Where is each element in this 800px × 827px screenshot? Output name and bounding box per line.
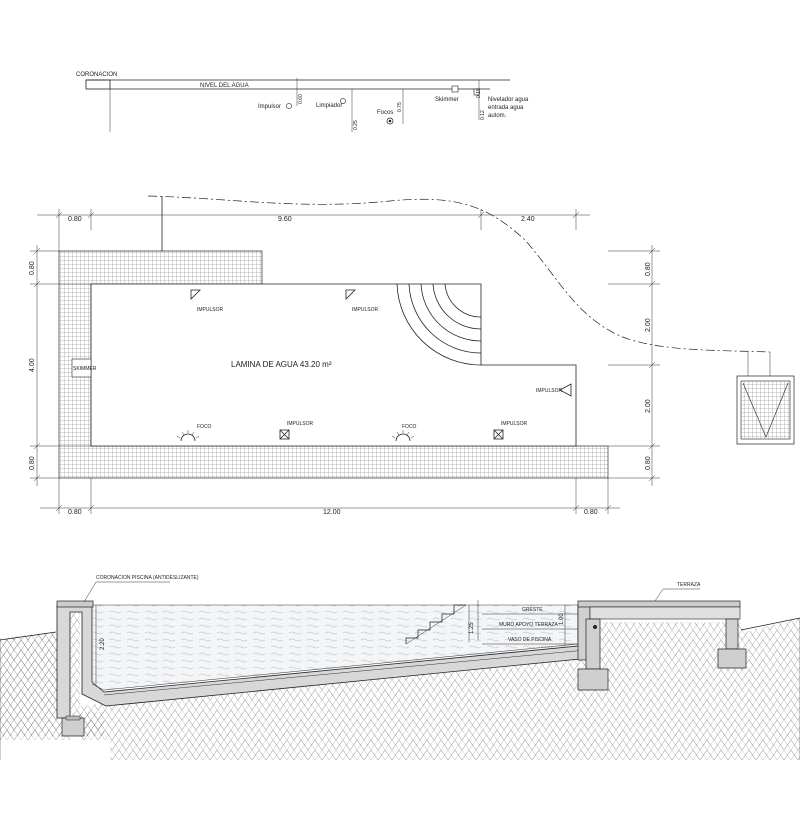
impulsor-label: IMPULSOR: [536, 388, 563, 394]
footing-right: [717, 648, 747, 669]
water-level-label: NIVEL DEL AGUA: [200, 83, 249, 89]
dim-bottom-0: 0.80: [68, 509, 82, 516]
nivelador-label-2: entrada agua: [488, 105, 524, 111]
dims-left: 0.80 4.00 0.80: [29, 245, 91, 486]
dim-left-2: 0.80: [29, 456, 36, 470]
earth-under-pool: [80, 650, 590, 760]
cross-section: 2.20 1.25 1.00 CORONACION PISCINA (ANTID…: [0, 575, 800, 760]
dim-left-0: 0.80: [29, 261, 36, 275]
footing-center: [577, 668, 609, 691]
dim-top-2: 2.40: [521, 216, 535, 223]
foco-right: FOCO: [391, 424, 417, 442]
plan-skimmer-box: [71, 358, 92, 378]
terrace-column-left: [585, 618, 601, 670]
skimmer-label: Skimmer: [435, 97, 459, 103]
dim-right-2: 2.00: [645, 399, 652, 413]
dim-steps: 1.25: [469, 622, 475, 634]
dims-top: 0.80 9.60 2.40: [37, 209, 590, 251]
dim-right-0: 0.80: [645, 262, 652, 276]
dim-bottom-2: 0.80: [584, 509, 598, 516]
equipment-box: [736, 352, 795, 445]
section-dims: 2.20 1.25 1.00: [95, 600, 566, 684]
terrace-slab: [577, 600, 741, 608]
earth-right: [580, 618, 800, 760]
coronacion-slab-left: [56, 600, 94, 608]
dims-right: 0.80 2.00 2.00 0.80: [608, 245, 660, 486]
terrace-beam: [589, 606, 741, 620]
vaso-label: VASO DE PISCINA: [508, 637, 552, 643]
property-boundary: [147, 195, 771, 353]
limpiador-dim: 0.25: [353, 120, 359, 130]
coronacion-label: CORONACION: [76, 72, 117, 78]
dim-right-3: 0.80: [645, 456, 652, 470]
water-surface-label: LAMINA DE AGUA 43.20 m²: [231, 360, 332, 369]
dims-bottom: 0.80 12.00 0.80: [40, 478, 620, 516]
dim-right-1: 2.00: [645, 318, 652, 332]
dim-shallow: 1.00: [559, 613, 565, 625]
impulsor-right: IMPULSOR: [536, 383, 572, 397]
nivelador-label-3: autom.: [488, 113, 507, 119]
impulsor-label: Impulsor: [258, 104, 281, 110]
focos-icon-core: [388, 119, 392, 123]
dim-top-0: 0.80: [68, 216, 82, 223]
foco-label: FOCO: [197, 424, 212, 430]
nivelador-label-1: Nivelador agua: [488, 97, 529, 103]
dim-bottom-1: 12.00: [323, 509, 341, 516]
skimmer-icon: [451, 85, 459, 93]
foco-left: FOCO: [176, 424, 212, 442]
impulsor-label: IMPULSOR: [197, 307, 224, 313]
anchor-dot: [593, 625, 597, 629]
muro-label: MURO APOYO TERRAZA: [499, 622, 558, 628]
greste-label: GRESTE: [522, 607, 543, 613]
focos-label: Focos: [377, 110, 393, 116]
impulsor-icon: [286, 103, 292, 109]
impulsor-top-left: IMPULSOR: [190, 289, 224, 313]
pool-steps: [396, 283, 482, 366]
focos-dim: 0.75: [397, 102, 403, 112]
coronacion-section-label: CORONACION PISCINA (ANTIDESLIZANTE): [96, 575, 199, 581]
terrain-right: [740, 617, 800, 631]
plan-view: SKIMMER LAMINA DE AGUA 43.20 m² IMPULSOR…: [29, 195, 795, 516]
impulsor-label: IMPULSOR: [501, 421, 528, 427]
dim-left-1: 4.00: [29, 358, 36, 372]
coronacion-block: [85, 79, 111, 90]
terrain-left: [0, 631, 57, 641]
impulsor-label: IMPULSOR: [287, 421, 314, 427]
pool-steps-section: [405, 604, 467, 645]
terrace-column-right: [725, 618, 739, 650]
impulsor-label: IMPULSOR: [352, 307, 379, 313]
impulsor-dim: 0.60: [298, 94, 304, 104]
dim-depth: 2.20: [100, 638, 106, 650]
plan-skimmer-label: SKIMMER: [73, 366, 97, 372]
nivelador-icon: [473, 88, 480, 96]
foco-label: FOCO: [402, 424, 417, 430]
impulsor-top-right: IMPULSOR: [345, 289, 379, 313]
dim-top-1: 9.60: [278, 216, 292, 223]
footing-left: [61, 717, 85, 737]
impulsor-bottom-left: IMPULSOR: [279, 421, 314, 440]
elevation-section: CORONACION NIVEL DEL AGUA Impulsor 0.60 …: [76, 72, 529, 132]
limpiador-label: Limpiador: [316, 103, 342, 109]
nivelador-dim-2: 0.15: [476, 88, 482, 98]
nivelador-dim: 0.12: [480, 110, 486, 120]
impulsor-bottom-right: IMPULSOR: [493, 421, 528, 440]
limpiador-icon: [340, 98, 346, 104]
terraza-label: TERRAZA: [677, 582, 701, 588]
